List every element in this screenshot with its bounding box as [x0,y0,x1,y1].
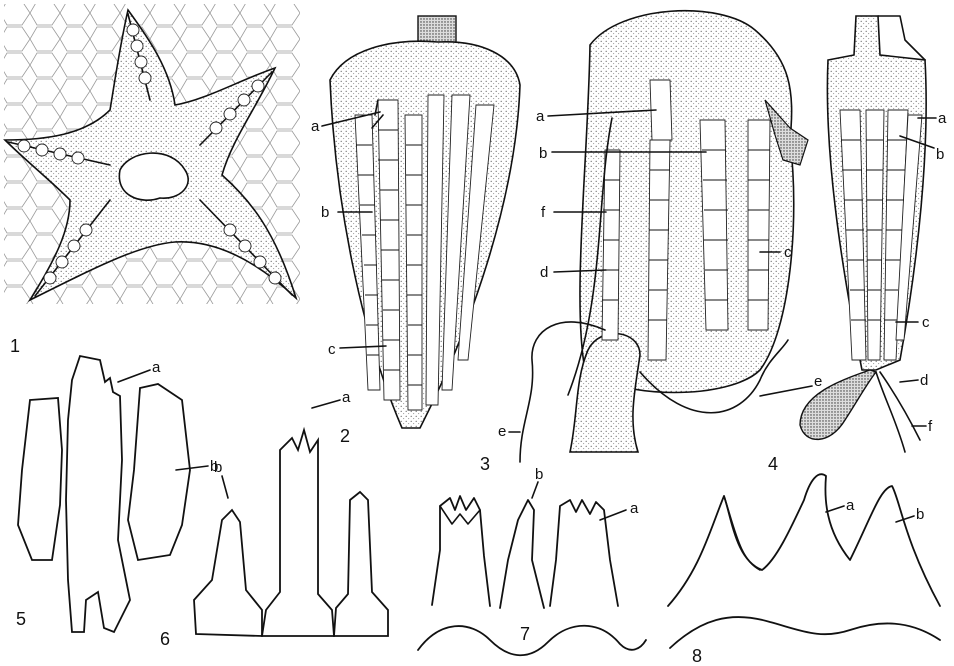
fig3-label-b: b [539,145,547,162]
fig3-label-e: e [814,373,822,390]
fig5-right-element [128,384,190,560]
fig4-balloon-e [800,370,876,439]
fig5-left-element [18,398,62,560]
figure-8: a b 8 [668,474,940,666]
fig6-leader-b [222,476,228,498]
figure-number-1: 1 [10,336,20,356]
fig2-theca [330,41,520,428]
fig4-label-d: d [920,372,928,389]
figure-number-7: 7 [520,624,530,644]
fig7-leader-b [532,482,538,498]
figure-number-2: 2 [340,426,350,446]
figure-number-6: 6 [160,629,170,649]
fig8-tooth-outline [668,474,940,606]
fig8-inner-line [724,496,760,570]
fig4-top-stem [878,16,925,60]
figure-1: 1 [4,4,300,356]
fig7-label-a: a [630,500,639,517]
figure-number-3: 3 [480,454,490,474]
fig5-label-a: a [152,359,161,376]
fig4-leader-d [900,380,918,382]
fig7-mid-tooth [500,500,544,608]
fig2-label-a: a [311,118,320,135]
fig5-leader-a [118,370,150,382]
fig3-label-d: d [540,264,548,281]
figure-number-5: 5 [16,609,26,629]
fig6-leader-a [312,400,340,408]
fig5-center-element [66,356,130,632]
figure-5: a b 5 [16,356,218,632]
fig3-label-c: c [784,244,792,261]
figure-7: b a 7 [418,466,646,655]
fig6-left-element [194,510,262,636]
figure-2: a b c 2 [311,16,520,446]
fig7-label-b: b [535,466,543,483]
fig7-base-wave [418,626,646,656]
fig6-label-a: a [342,389,351,406]
fig4-label-c: c [922,314,930,331]
fig4-label-a: a [938,110,947,127]
fig4-label-b: b [936,146,944,163]
fig8-label-b: b [916,506,924,523]
fig3-leader-e [760,386,812,396]
figure-4: a b c d f 4 [768,16,947,474]
fig3-label-a: a [536,108,545,125]
fig6-label-b: b [214,459,222,476]
fig6-right-element [334,492,388,636]
fig3-label-f: f [541,204,546,221]
fig4-label-f: f [928,418,933,435]
fig7-left-tooth-tips [440,506,480,524]
fig6-center-element [262,430,334,636]
fig4-tails [876,372,920,452]
figure-6: a b 6 [160,389,388,649]
fig2-label-c: c [328,341,336,358]
fig3-label-e-left: e [498,423,506,440]
fig7-right-tooth [550,500,618,606]
fig8-base-wave [670,617,940,648]
fig7-left-tooth [432,496,490,606]
fig3-stalk [570,334,640,452]
fig2-label-b: b [321,204,329,221]
fig8-leader-b [896,516,914,522]
figure-3: a b f d c e e 3 [480,11,822,474]
fig8-leader-a [826,506,844,512]
fig8-label-a: a [846,497,855,514]
figure-number-8: 8 [692,646,702,666]
figure-number-4: 4 [768,454,778,474]
